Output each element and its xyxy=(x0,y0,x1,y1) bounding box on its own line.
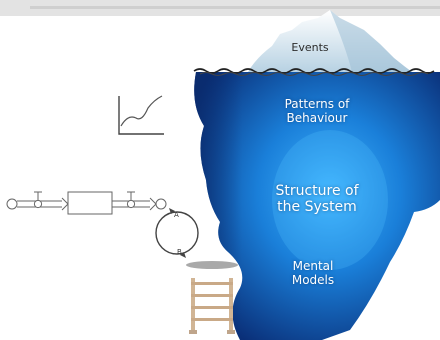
loop-label-a: A xyxy=(174,211,179,219)
iceberg-highlight xyxy=(272,130,388,270)
level-label-events: Events xyxy=(291,41,329,54)
iceberg-tip-shade xyxy=(330,10,412,72)
level-label-mental-models: Mental Models xyxy=(291,259,335,287)
water-surface-2 xyxy=(199,72,429,76)
banner-divider xyxy=(30,6,440,9)
line-graph-icon xyxy=(118,95,164,135)
feedback-loop-icon: A B xyxy=(155,208,199,258)
level-label-structure: Structure of the System xyxy=(275,183,359,216)
ladder-icon xyxy=(186,261,238,334)
level-label-patterns: Patterns of Behaviour xyxy=(284,97,350,125)
stock-flow-diagram-icon xyxy=(6,191,167,215)
iceberg-shadow xyxy=(194,72,290,340)
loop-label-b: B xyxy=(177,248,182,256)
